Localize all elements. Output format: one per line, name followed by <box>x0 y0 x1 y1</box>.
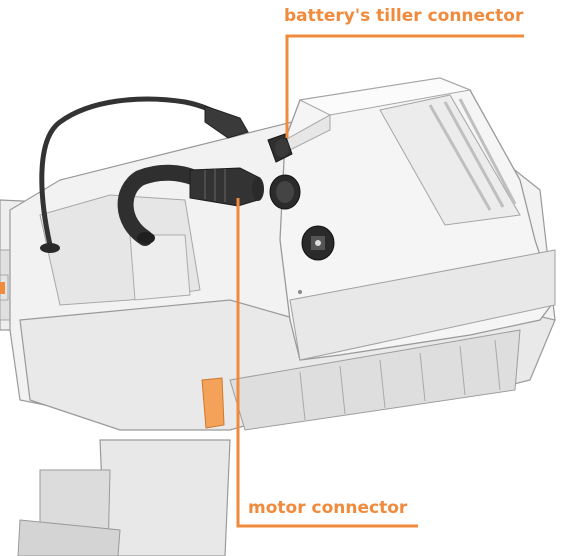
socket-icon <box>301 225 335 261</box>
motor-cable <box>117 164 203 246</box>
lower-housing <box>17 439 231 556</box>
battery-connector-label: battery's tiller connector <box>284 6 524 26</box>
motor-connector-label: motor connector <box>248 498 408 518</box>
battery-leader-line <box>285 34 524 138</box>
motor-connector-icon <box>189 167 264 207</box>
round-plug-icon <box>269 174 301 210</box>
tiller-cable <box>39 96 249 253</box>
motor-leader-line <box>236 198 418 528</box>
battery-box <box>279 77 556 361</box>
battery-tiller-connector-icon <box>267 133 293 163</box>
orange-release-tab <box>201 377 225 429</box>
